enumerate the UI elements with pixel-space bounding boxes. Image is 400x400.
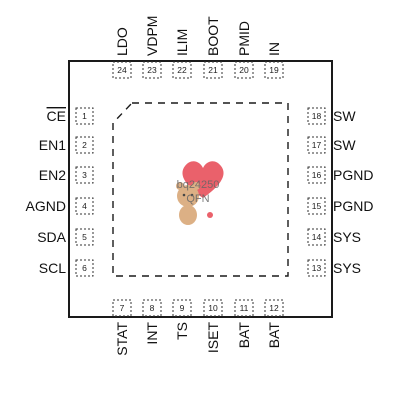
pin-name: AGND	[26, 198, 66, 214]
pin-pad	[203, 61, 223, 79]
pin-pad	[234, 299, 254, 317]
pin-number: 8	[150, 303, 155, 313]
pin-pad	[307, 259, 326, 277]
pin-name: PMID	[236, 21, 252, 56]
pin-number: 15	[312, 201, 322, 211]
pin-pad	[112, 61, 132, 79]
pin-pad	[142, 61, 162, 79]
pin-number: 4	[82, 201, 87, 211]
pin-name: CE	[47, 108, 66, 124]
pin-number: 17	[312, 140, 322, 150]
pin-number: 24	[117, 65, 127, 75]
bear-eye-left	[182, 193, 186, 197]
pin-pad	[75, 228, 94, 246]
package-sub-label: QFN	[186, 193, 209, 205]
bear-ear-left	[176, 182, 184, 190]
pin-name: INT	[144, 322, 160, 345]
pin-pad	[203, 299, 223, 317]
pin-number: 5	[82, 232, 87, 242]
small-heart-icon	[207, 212, 213, 218]
pin-number: 23	[147, 65, 157, 75]
pin-pad	[264, 61, 284, 79]
pin-name: BOOT	[205, 16, 221, 56]
pin-pad	[264, 299, 284, 317]
part-label: bq24250	[177, 179, 220, 191]
pin-number: 20	[239, 65, 249, 75]
pin-name: SYS	[333, 229, 361, 245]
pin-number: 6	[82, 263, 87, 273]
bear-eye-right	[190, 193, 194, 197]
pin-pad	[172, 299, 192, 317]
pin-name: BAT	[236, 322, 252, 349]
pin-name: EN2	[39, 167, 66, 183]
pin-name: SW	[333, 137, 356, 153]
pin-name: IN	[266, 42, 282, 56]
pin-pad	[75, 136, 94, 154]
pin-name: STAT	[114, 322, 130, 356]
pin-number: 9	[180, 303, 185, 313]
pin-number: 22	[177, 65, 187, 75]
pin-pad	[234, 61, 254, 79]
pin-name: ILIM	[174, 29, 190, 56]
pin-number: 10	[208, 303, 218, 313]
pin-pad	[307, 166, 326, 184]
pin-name: PGND	[333, 167, 373, 183]
pin-pad	[307, 136, 326, 154]
pin-pad	[112, 299, 132, 317]
pin-number: 1	[82, 111, 87, 121]
pin-pad	[75, 259, 94, 277]
watermark-image	[176, 161, 224, 225]
pin-name: TS	[174, 322, 190, 340]
pin-pad	[307, 228, 326, 246]
pin-number: 16	[312, 170, 322, 180]
pin-pad	[307, 107, 326, 125]
pin-name: LDO	[114, 27, 130, 56]
bear-ear-right	[192, 182, 200, 190]
pin-name: VDPM	[144, 16, 160, 56]
bear-head	[177, 185, 199, 207]
pin-name: SCL	[39, 260, 66, 276]
pin-number: 3	[82, 170, 87, 180]
pin-pad	[75, 197, 94, 215]
pin-pad	[307, 197, 326, 215]
pin-pad	[172, 61, 192, 79]
pin-number: 19	[269, 65, 279, 75]
pin-name: EN1	[39, 137, 66, 153]
pin-name: SW	[333, 108, 356, 124]
pin-number: 12	[269, 303, 279, 313]
pin-number: 18	[312, 111, 322, 121]
pin-number: 13	[312, 263, 322, 273]
pin-name: ISET	[205, 322, 221, 354]
pin-pad	[142, 299, 162, 317]
pin-number: 11	[240, 303, 249, 313]
pin-name: PGND	[333, 198, 373, 214]
bear-body	[179, 205, 197, 225]
thermal-pad-outline	[112, 102, 289, 277]
pin-number: 2	[82, 140, 87, 150]
pin-name: BAT	[266, 322, 282, 349]
pin-number: 7	[120, 303, 125, 313]
pin-number: 21	[208, 65, 218, 75]
pin-pad	[75, 166, 94, 184]
pin-pad	[75, 107, 94, 125]
pin-number: 14	[312, 232, 322, 242]
pin-name: SDA	[37, 229, 66, 245]
pin-name: SYS	[333, 260, 361, 276]
